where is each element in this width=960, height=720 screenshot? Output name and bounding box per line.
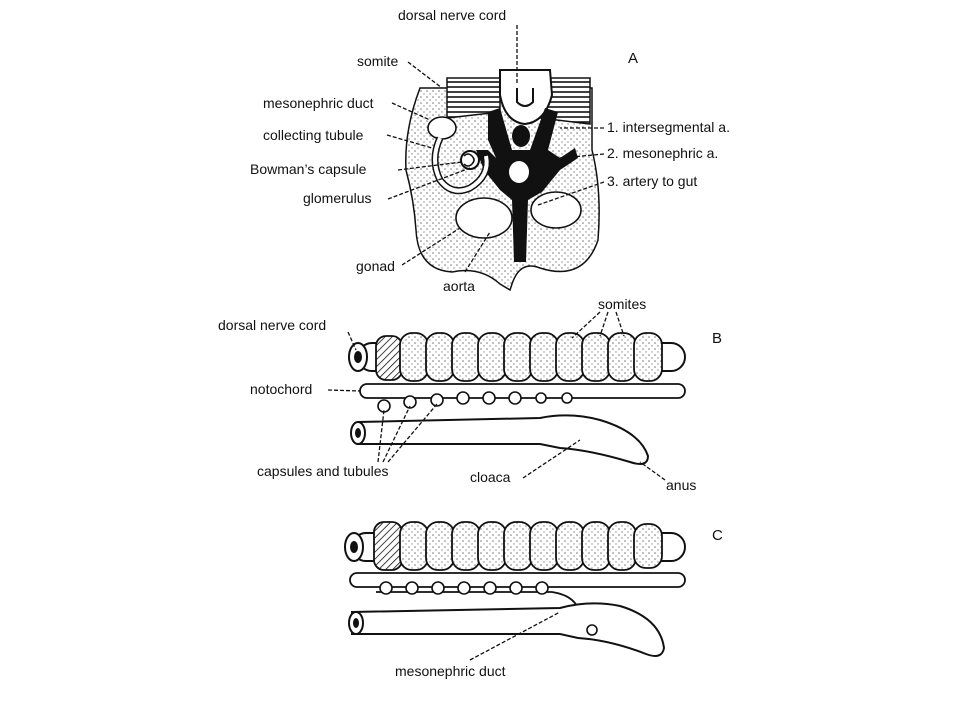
panel-c-lateral-late: C mesonephric duct bbox=[344, 521, 723, 679]
label-mesonephric-artery: 2. mesonephric a. bbox=[607, 145, 718, 161]
label-dorsal-nerve-cord-b: dorsal nerve cord bbox=[218, 317, 326, 333]
label-artery-to-gut: 3. artery to gut bbox=[607, 173, 697, 189]
panel-label-b: B bbox=[712, 330, 722, 347]
label-mesonephric-duct-a: mesonephric duct bbox=[263, 95, 374, 111]
gut-tube-b bbox=[357, 414, 650, 465]
label-somite: somite bbox=[357, 53, 398, 69]
capsules-tubules-c bbox=[379, 581, 549, 595]
gonad-left bbox=[455, 197, 513, 239]
label-glomerulus: glomerulus bbox=[303, 190, 371, 206]
neural-tube bbox=[499, 69, 554, 126]
gut-tube-c bbox=[351, 602, 666, 657]
somites-c bbox=[373, 521, 663, 571]
gonad-right bbox=[530, 191, 582, 229]
somites-b bbox=[375, 332, 663, 382]
aorta-vessels bbox=[476, 108, 578, 262]
label-collecting-tubule: collecting tubule bbox=[263, 127, 364, 143]
label-notochord: notochord bbox=[250, 381, 312, 397]
label-capsules-and-tubules: capsules and tubules bbox=[257, 463, 389, 479]
label-bowmans-capsule: Bowman’s capsule bbox=[250, 161, 367, 177]
panel-label-a: A bbox=[628, 50, 638, 67]
label-intersegmental-artery: 1. intersegmental a. bbox=[607, 119, 730, 135]
mesonephric-duct-shape bbox=[427, 116, 457, 140]
label-aorta: aorta bbox=[443, 278, 475, 294]
capsules-tubules-b bbox=[377, 391, 573, 413]
label-anus: anus bbox=[666, 477, 696, 493]
aorta-lumen bbox=[509, 161, 529, 183]
panel-b-lateral-early: B somites dorsal nerve cord notochord ca… bbox=[218, 296, 722, 493]
neural-canal bbox=[516, 88, 534, 107]
label-gonad: gonad bbox=[356, 258, 395, 274]
panel-label-c: C bbox=[712, 527, 723, 544]
panel-a-cross-section: A dorsal nerve cord somite mesonephric d… bbox=[250, 7, 730, 294]
label-dorsal-nerve-cord-a: dorsal nerve cord bbox=[398, 7, 506, 23]
label-somites: somites bbox=[598, 296, 646, 312]
label-mesonephric-duct-c: mesonephric duct bbox=[395, 663, 506, 679]
notochord-section bbox=[512, 125, 530, 147]
label-cloaca: cloaca bbox=[470, 469, 511, 485]
